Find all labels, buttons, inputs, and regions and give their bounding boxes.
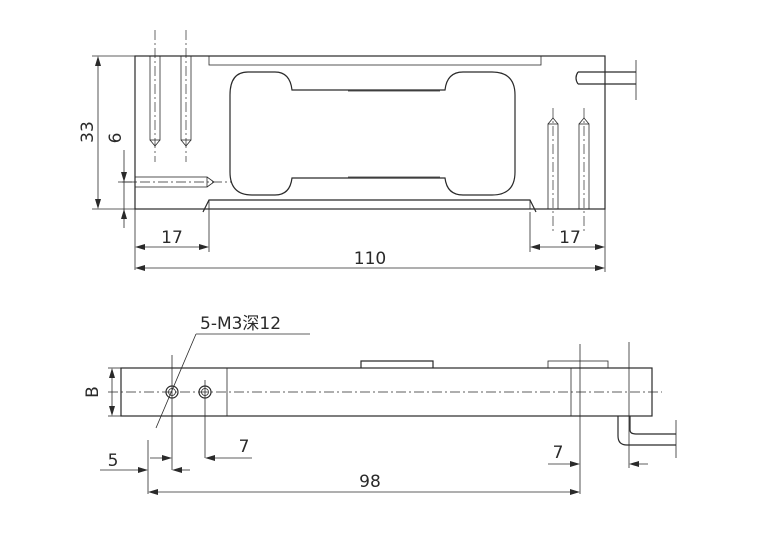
dim-right-bottom-text: 7: [553, 443, 564, 463]
dog-bone-cutout: [229, 71, 516, 196]
top-view: 33 6 17 17: [78, 30, 637, 272]
dim-left-text: 17: [161, 228, 183, 248]
dim-length-text: 110: [354, 249, 386, 269]
dim-left-offset-text: 5: [108, 451, 119, 471]
dim-width-text: B: [83, 386, 103, 398]
top-grip-pad: [208, 55, 542, 66]
dim-length-110: 110: [135, 249, 605, 271]
bottom-view: 5-M3深12 B 5: [83, 314, 677, 495]
dim-height-33: 33: [78, 55, 135, 210]
thread-callout: 5-M3深12: [155, 314, 310, 429]
dim-hole-spacing-text: 7: [239, 437, 250, 457]
cable-top: [575, 60, 637, 100]
dim-hole-spacing-7: 7: [150, 437, 252, 461]
dim-total-98: 98: [148, 472, 580, 495]
horizontal-threaded-hole: [122, 176, 232, 188]
dim-right-text: 17: [559, 228, 581, 248]
threaded-holes: [147, 344, 581, 494]
cable-bottom: [617, 342, 677, 468]
dim-width-B: B: [83, 367, 121, 417]
dim-hole-offset-6: 6: [106, 133, 135, 228]
left-threaded-holes: [149, 30, 192, 162]
load-cell-body-outline: [134, 55, 606, 210]
dim-right-7: 7: [548, 443, 648, 467]
dim-right-17: 17: [529, 209, 606, 272]
mounting-plate: [360, 360, 434, 368]
dim-hole-offset-text: 6: [106, 133, 126, 144]
bottom-grip-pad: [202, 199, 537, 213]
dim-total-text: 98: [359, 472, 381, 492]
dim-left-17: 17: [134, 209, 210, 270]
right-threaded-holes: [547, 108, 590, 234]
dim-height-text: 33: [78, 121, 98, 143]
callout-text: 5-M3深12: [200, 314, 281, 334]
dim-left-offset-5: 5: [100, 451, 190, 473]
